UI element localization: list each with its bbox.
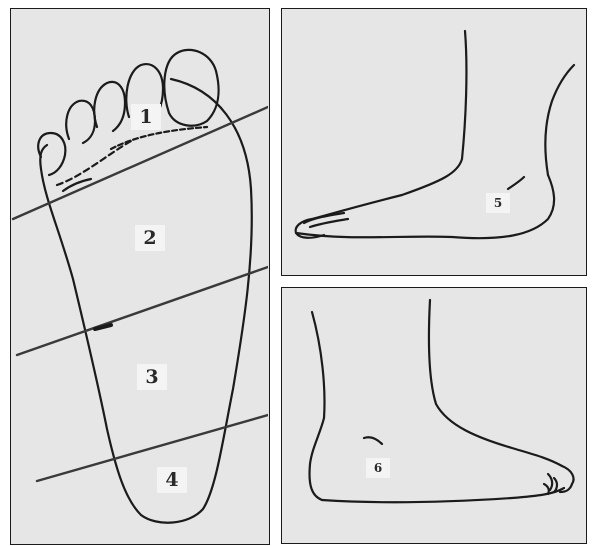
ankle-mark <box>508 177 524 189</box>
zone-2-label: 2 <box>135 225 165 251</box>
zone-5-label: 5 <box>486 193 510 213</box>
foot-sole <box>322 488 564 502</box>
sole-outline-drawing <box>11 9 268 543</box>
little-toe <box>38 133 65 175</box>
foot-dorsum <box>429 300 562 466</box>
medial-view-panel: 6 <box>281 287 587 544</box>
zone-6-label: 6 <box>366 458 390 478</box>
third-toe <box>94 82 125 131</box>
foot-dorsum <box>312 31 466 219</box>
lateral-view-panel: 5 <box>281 8 587 276</box>
zone-1-label: 1 <box>131 104 161 130</box>
big-toe <box>164 50 218 126</box>
fourth-toe <box>66 101 95 143</box>
divider-line-3 <box>37 415 268 481</box>
foot-heel <box>310 312 325 500</box>
sole-view-panel: 1 2 3 4 <box>10 8 270 545</box>
zone-3-label: 3 <box>137 364 167 390</box>
divider-line-2 <box>17 267 268 355</box>
zone-4-label: 4 <box>157 467 187 493</box>
lateral-foot-drawing <box>282 9 585 274</box>
ankle-mark <box>364 437 382 444</box>
sole-outline <box>40 79 252 523</box>
foot-heel <box>545 65 574 175</box>
medial-foot-drawing <box>282 288 585 542</box>
